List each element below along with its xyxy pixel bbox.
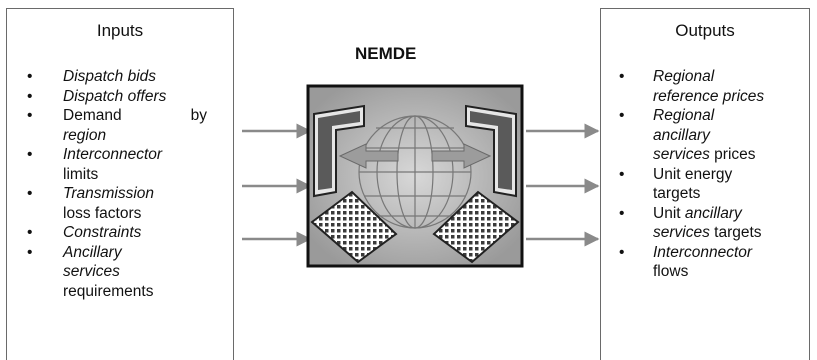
output-item-regional-ancillary-prices: • Regional ancillary services prices <box>601 106 801 165</box>
output-word: targets <box>710 224 762 241</box>
outputs-list: • Regional reference prices • Regional a… <box>601 67 801 282</box>
globe-icon <box>359 116 471 228</box>
output-text: Regional <box>653 106 801 126</box>
output-item-unit-ancillary-targets: • Unit ancillary services targets <box>601 204 801 243</box>
output-word: ancillary <box>681 205 742 222</box>
output-item-unit-energy-targets: • Unit energy targets <box>601 165 801 204</box>
output-text-mixed: services prices <box>653 145 801 165</box>
output-text: reference prices <box>653 87 801 107</box>
output-item-regional-reference-prices: • Regional reference prices <box>601 67 801 106</box>
outputs-panel: Outputs • Regional reference prices • Re… <box>600 8 810 360</box>
output-text: Unit ancillary <box>653 204 801 224</box>
output-text: services targets <box>653 223 801 243</box>
output-item-interconnector-flows: • Interconnector flows <box>601 243 801 282</box>
output-text: ancillary <box>653 126 801 146</box>
bullet: • <box>619 106 624 126</box>
bullet: • <box>619 67 624 87</box>
output-word: prices <box>710 146 756 163</box>
output-word: Unit <box>653 205 681 222</box>
nemde-computers-globe-graphic <box>306 84 524 268</box>
outputs-title: Outputs <box>601 21 809 41</box>
output-text: targets <box>653 184 801 204</box>
output-text: Unit energy <box>653 165 801 185</box>
output-word: services <box>653 146 710 163</box>
output-text: Interconnector <box>653 243 801 263</box>
output-word: services <box>653 224 710 241</box>
bullet: • <box>619 165 624 185</box>
output-text: flows <box>653 262 801 282</box>
bullet: • <box>619 243 624 263</box>
output-text: services prices <box>653 146 756 163</box>
bullet: • <box>619 204 624 224</box>
output-text: Regional <box>653 67 801 87</box>
